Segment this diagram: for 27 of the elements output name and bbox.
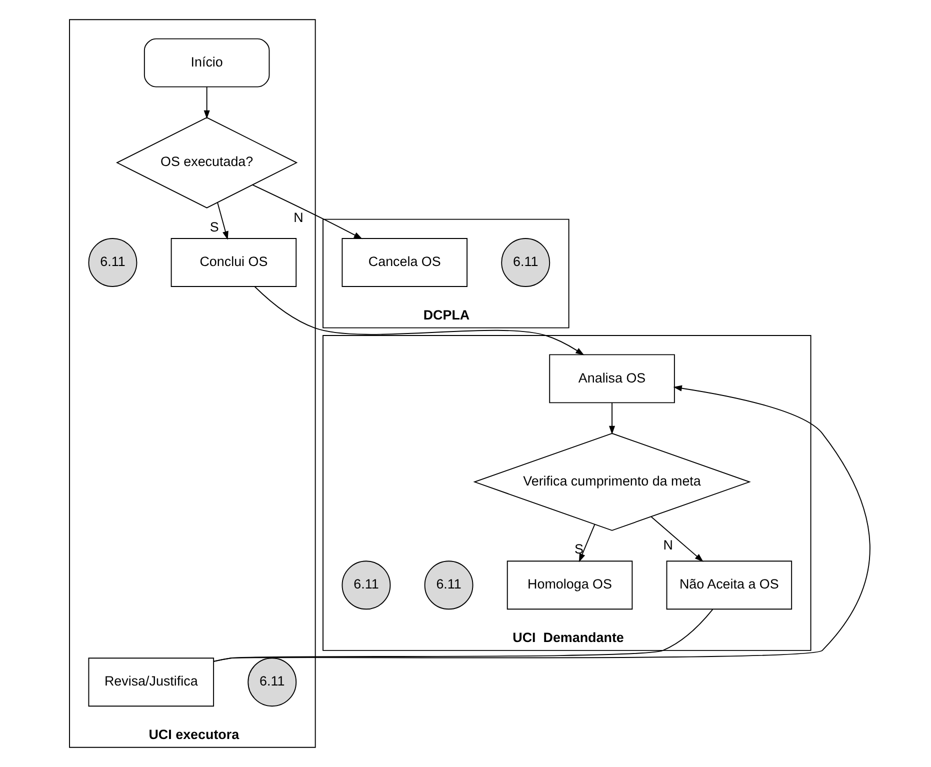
arrow — [252, 184, 362, 240]
edge-label: S — [209, 219, 218, 234]
arrow — [608, 402, 615, 434]
arrow — [254, 286, 584, 356]
node-diamond: Verifica cumprimento da meta — [472, 432, 750, 531]
node-box: Conclui OS — [170, 238, 296, 287]
node-circle: 6.11 — [341, 560, 390, 610]
edge-label: N — [293, 210, 303, 225]
arrow — [203, 86, 210, 119]
node-circle: 6.11 — [247, 658, 296, 707]
node-box: Homologa OS — [506, 560, 632, 610]
arrow — [578, 524, 595, 562]
edge-label: N — [662, 538, 672, 553]
node-box: Cancela OS — [341, 238, 468, 287]
node-diamond: OS executada? — [115, 117, 298, 208]
node-circle: 6.11 — [500, 238, 550, 287]
edge-label: S — [574, 541, 583, 556]
node-circle: 6.11 — [88, 238, 137, 287]
node-box: Início — [143, 38, 270, 88]
node-circle: 6.11 — [424, 560, 473, 610]
node-box: Não Aceita a OS — [666, 560, 792, 610]
node-box: Revisa/Justifica — [88, 658, 214, 707]
arrow — [212, 385, 870, 662]
node-box: Analisa OS — [548, 354, 674, 404]
arrow — [650, 516, 703, 562]
arrow — [216, 202, 228, 240]
connector — [212, 608, 713, 662]
